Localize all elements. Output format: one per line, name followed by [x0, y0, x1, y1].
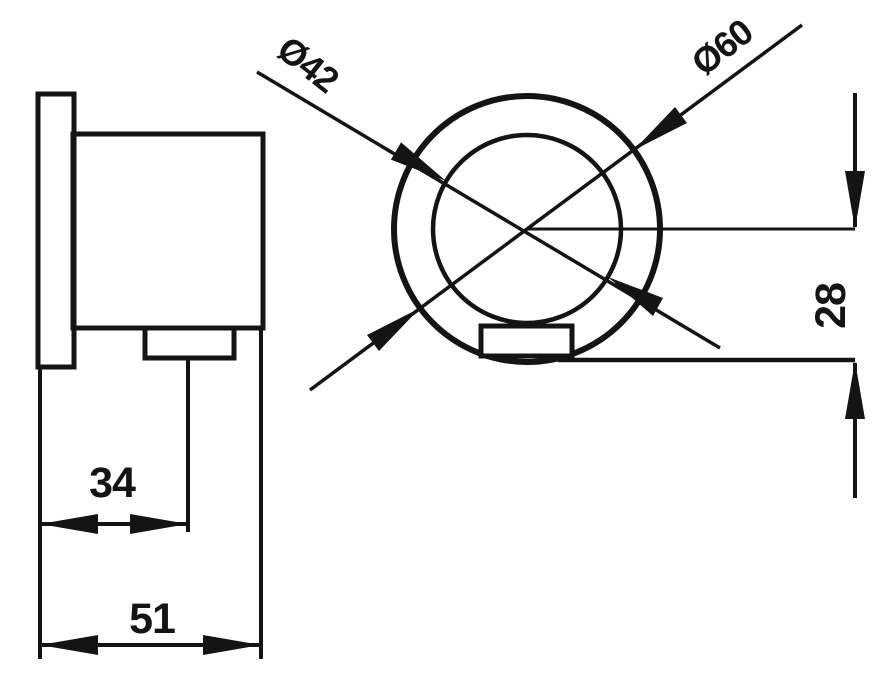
- dim-inner-diameter-label: Ø42: [270, 28, 346, 100]
- dim-outer-diameter-label: Ø60: [684, 11, 760, 83]
- front-view: [391, 93, 855, 365]
- dim-28-arrow-bottom: [845, 361, 865, 419]
- dim-34-arrow-right: [130, 514, 188, 534]
- side-view-spout: [142, 325, 237, 361]
- front-view-spout: [478, 323, 575, 359]
- arrowheads-group: [40, 107, 865, 655]
- dim-inner-diameter-arrow-top: [390, 142, 446, 181]
- dim-34-arrow-left: [40, 514, 98, 534]
- dim-51-arrow-right: [203, 635, 261, 655]
- dim-outer-diameter-arrow-top: [634, 107, 687, 150]
- dim-51-label: 51: [129, 595, 175, 643]
- dim-34-label: 34: [89, 459, 136, 507]
- dim-51-arrow-left: [40, 635, 98, 655]
- side-view-backplate: [35, 91, 77, 370]
- dim-28-label: 28: [807, 283, 855, 329]
- dim-inner-diameter-arrow-bottom: [608, 277, 663, 316]
- side-view: [35, 91, 266, 370]
- side-view-body: [70, 131, 266, 331]
- dim-28-arrow-top: [845, 171, 865, 229]
- dim-outer-diameter-arrow-bottom: [367, 308, 420, 351]
- linework-group: [35, 23, 857, 659]
